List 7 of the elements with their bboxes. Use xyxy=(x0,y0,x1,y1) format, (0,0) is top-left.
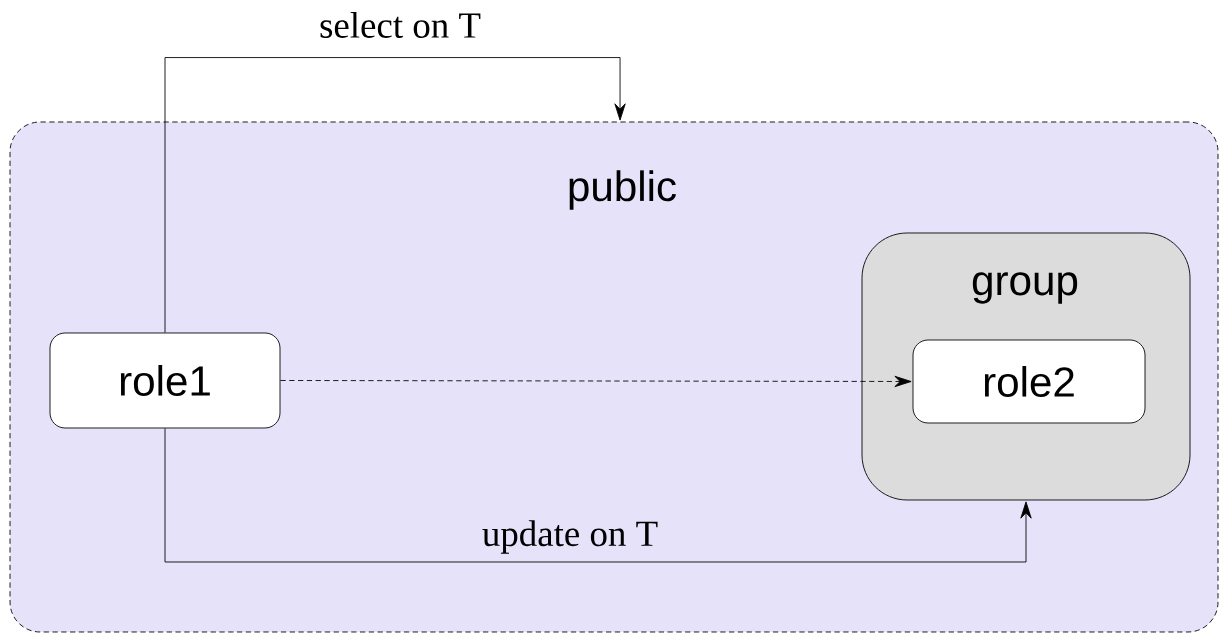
arrow xyxy=(164,57,626,333)
role-box: role2 xyxy=(912,339,1146,424)
edge-label: select on T xyxy=(320,12,481,38)
role-box: role1 xyxy=(49,332,281,429)
arrow xyxy=(164,428,1032,563)
arrow xyxy=(280,375,912,388)
edge-label: update on T xyxy=(482,520,658,554)
